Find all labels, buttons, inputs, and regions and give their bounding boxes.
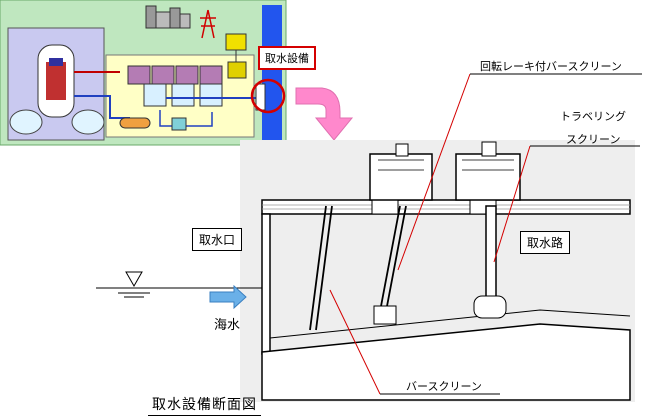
generator-box [225, 33, 247, 51]
intake-equipment [255, 83, 266, 111]
front-wall [261, 213, 271, 355]
heater-tank [119, 117, 151, 129]
deck-gap-1 [371, 199, 399, 215]
rake-machine-housing [369, 143, 433, 201]
floor-line [269, 309, 631, 339]
sea-strip [262, 5, 282, 145]
flow-arrow-icon [209, 284, 247, 310]
deck-hatching [262, 204, 630, 210]
reactor-core [46, 62, 66, 100]
transmission-tower-icon [200, 9, 216, 39]
bar-screen-callout: バースクリーン [406, 380, 482, 393]
cross-section [96, 73, 642, 402]
pump-box [171, 117, 187, 131]
traveling-callout-line [493, 145, 531, 263]
rake-bottom [373, 305, 397, 325]
rotating-rake-screen [377, 205, 407, 323]
traveling-callout-line1: トラベリング [560, 110, 626, 123]
bar-screen [309, 205, 333, 331]
reactor-vessel-left-sphere [9, 109, 43, 135]
condensers [143, 83, 223, 107]
channel-floor [261, 323, 631, 401]
traveling-callout-line2: スクリーン [566, 133, 621, 146]
intake-channel-label: 取水路 [520, 231, 571, 254]
rake-callout-line [397, 73, 471, 271]
intake-port-label: 取水口 [192, 228, 243, 251]
pink-down-arrow-icon [295, 87, 354, 141]
traveling-bottom [473, 295, 507, 319]
reactor-vessel-right-sphere [71, 109, 105, 135]
seawater-label: 海水 [214, 318, 241, 333]
bar-screen-callout-line [329, 289, 381, 395]
town-buildings [145, 5, 191, 29]
diagram-caption: 取水設備断面図 [148, 394, 261, 416]
intake-facility-highlight-label: 取水設備 [258, 46, 316, 70]
rotating-rake-callout: 回転レーキ付バースクリーン [480, 60, 622, 73]
feedwater-pipe [74, 95, 130, 119]
top-deck [261, 199, 631, 215]
plant-overview [0, 0, 287, 146]
traveling-screen [485, 205, 497, 311]
highlight-ring [250, 78, 286, 114]
reactor-core-rods [49, 58, 63, 66]
